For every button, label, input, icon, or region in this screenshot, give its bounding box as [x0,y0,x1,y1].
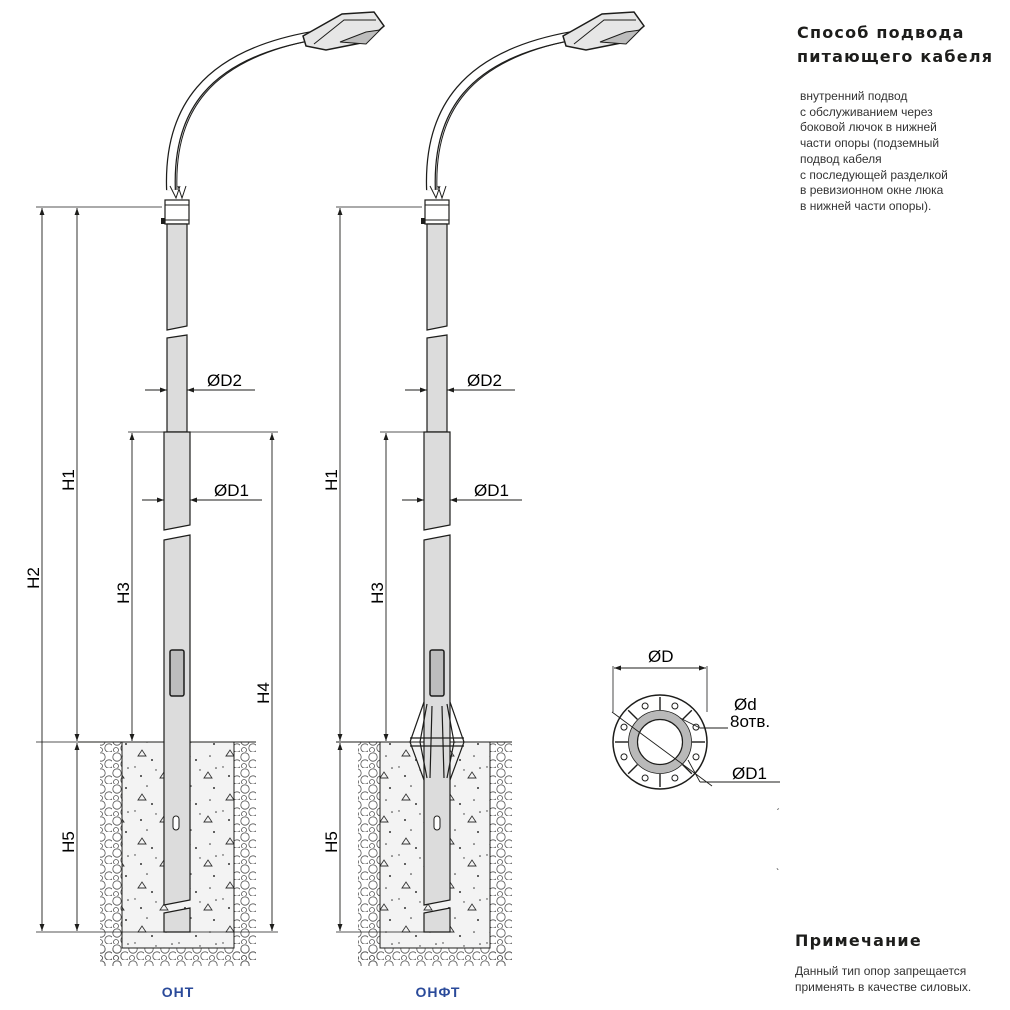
description-line: подвод кабеля [800,151,882,166]
description-line: части опоры (подземный [800,136,940,151]
anchor-ribs [409,701,465,781]
label-h5: H5 [59,831,78,853]
label-h1: H1 [59,469,78,491]
note-title-text: Примечание [795,931,922,950]
cable-entry-slot [433,815,441,831]
description-line: с обслуживанием через [800,104,933,119]
gravel-left [100,742,122,966]
pole-caption-onft: ОНФТ [416,984,461,1000]
bolt-hole [620,723,628,731]
label-h5: H5 [322,831,341,853]
pole-onft: H1 H5 H3 ØD2 ØD1 ОНФТ [322,11,646,1000]
bolt-hole [692,753,700,761]
gravel-right [490,742,512,966]
label-d1: ØD1 [474,481,509,500]
rib-mark [627,764,638,775]
description-line: в ревизионном окне люка [800,183,944,198]
upper-shaft [426,223,448,331]
gravel-bottom [100,948,256,966]
cable-supply-title-line: Способ подвода [797,23,965,42]
pole-caption-ont: ОНТ [162,984,195,1000]
service-hatch [429,649,445,697]
pole-ont: H2 H1 H5 H3 H4 ØD2 ØD1 ОНТ [24,11,386,1000]
description-line: с последующей разделкой [800,167,948,182]
cable-supply-title-line: питающего кабеля [797,47,994,66]
label-d1: ØD1 [214,481,249,500]
bolt-hole [641,774,649,782]
label-h3: H3 [368,582,387,604]
gravel-bottom [358,948,512,966]
bolt-hole [641,702,649,710]
cable-supply-description: внутренний подвод с обслуживанием через … [800,89,948,215]
flange-ring [628,710,692,774]
label-flange-d1: ØD1 [732,764,767,783]
cable-supply-title: Способ подвода питающего кабеля [797,21,993,69]
label-h1: H1 [322,469,341,491]
label-holes-count: 8отв. [730,712,770,731]
note-text: Данный тип опор запрещается применять в … [795,963,971,995]
bolt-hole [671,702,679,710]
rib-mark [682,764,693,775]
service-hatch [169,649,185,697]
note-line: Данный тип опор запрещается [795,964,967,978]
rib-mark [682,709,693,720]
gravel-right [234,742,256,966]
description-line: внутренний подвод [800,89,908,103]
gravel-left [358,742,380,966]
note-title: Примечание [795,929,922,953]
cable-entry-slot [172,815,180,831]
label-d2: ØD2 [467,371,502,390]
bolt-hole [620,753,628,761]
lower-shaft [423,431,451,531]
svg-text:ˎ: ˎ [776,859,780,871]
luminaire [562,11,646,51]
luminaire [302,11,386,51]
svg-text:ˏ: ˏ [776,799,780,811]
flange-bolt-holes [615,697,705,787]
rib-mark [627,709,638,720]
label-h4: H4 [254,682,273,704]
label-h2: H2 [24,567,43,589]
note-line: применять в качестве силовых. [795,980,972,994]
label-d2: ØD2 [207,371,242,390]
description-line: в нижней части опоры). [800,198,932,213]
description-line: боковой лючок в нижней [800,120,937,135]
label-flange-d: ØD [648,647,674,666]
pole-opening [636,718,684,766]
label-h3: H3 [114,582,133,604]
upper-shaft [166,223,188,331]
bolt-hole [671,774,679,782]
lower-shaft [163,431,191,531]
label-hole-d: Ød [734,695,757,714]
flange-plan-view: ØD Ød 8отв. ØD1 [611,647,780,790]
